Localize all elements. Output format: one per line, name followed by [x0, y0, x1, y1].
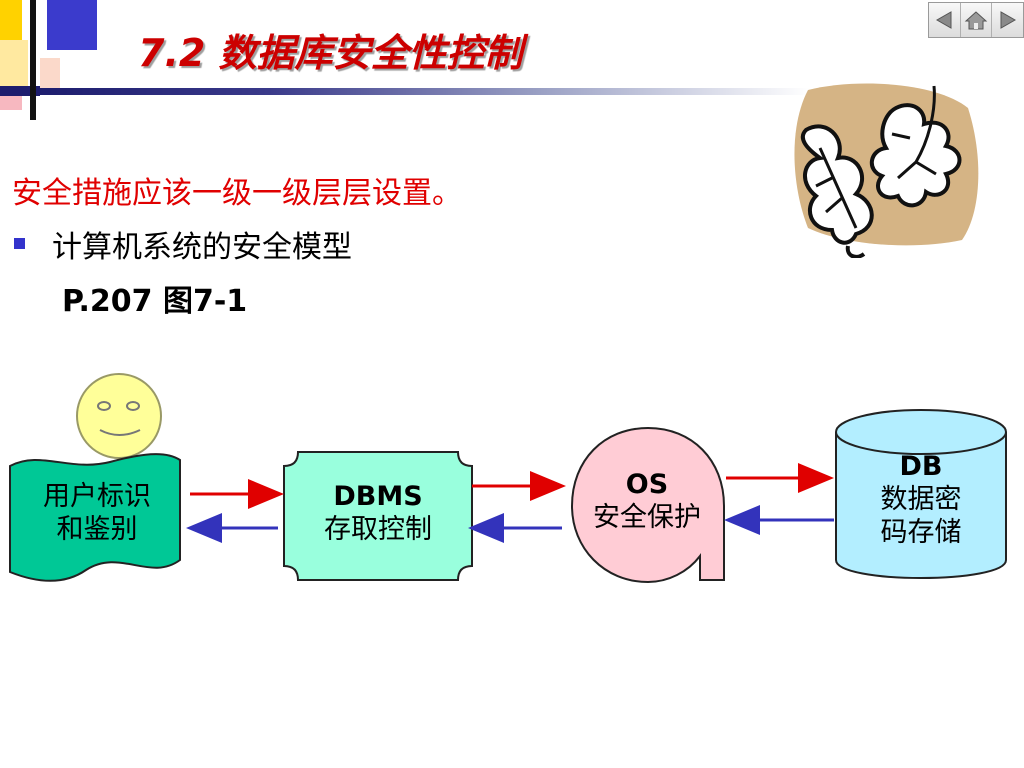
user-auth-line2: 和鉴别 — [56, 514, 138, 545]
dbms-line1: DBMS — [333, 481, 423, 512]
next-slide-button[interactable] — [992, 3, 1024, 37]
corner-decoration — [0, 0, 97, 120]
user-auth-label: 用户标识 和鉴别 — [22, 480, 172, 546]
dbms-label: DBMS 存取控制 — [284, 480, 472, 546]
db-line2: 数据密 — [880, 484, 962, 515]
security-layers-statement: 安全措施应该一级一级层层设置。 — [12, 176, 462, 211]
db-line1: DB — [899, 451, 943, 482]
title-underline — [38, 88, 810, 95]
slide-navigation — [928, 2, 1024, 38]
os-line1: OS — [625, 469, 669, 500]
home-button[interactable] — [960, 3, 993, 37]
next-triangle-icon — [1000, 11, 1016, 29]
security-model-bullet: 计算机系统的安全模型 — [52, 230, 352, 265]
os-line2: 安全保护 — [593, 502, 701, 533]
dbms-line2: 存取控制 — [324, 514, 432, 545]
db-label: DB 数据密 码存储 — [836, 450, 1006, 549]
figure-reference: P.207 图7-1 — [62, 284, 248, 319]
user-auth-line1: 用户标识 — [43, 481, 151, 512]
bullet-marker — [14, 238, 25, 249]
home-icon — [964, 11, 988, 30]
page-title: 7.2 数据库安全性控制 — [138, 31, 523, 75]
db-line3: 码存储 — [880, 517, 962, 548]
prev-triangle-icon — [936, 11, 952, 29]
leaves-clipart — [794, 83, 979, 258]
prev-slide-button[interactable] — [929, 3, 961, 37]
os-label: OS 安全保护 — [572, 468, 722, 534]
smiley-face-icon — [76, 373, 162, 459]
